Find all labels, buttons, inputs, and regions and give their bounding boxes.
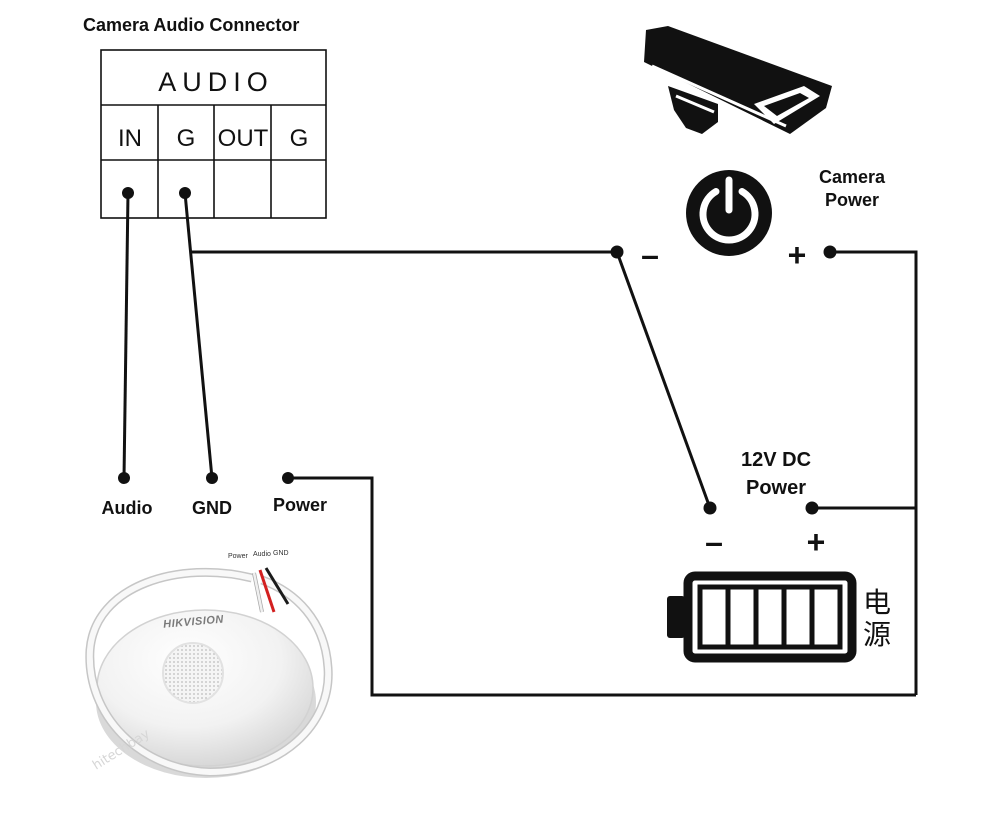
mic-wire-red [258,569,276,613]
pin-in-terminal [122,187,134,199]
mic-wire-label-gnd: GND [273,550,289,557]
mic-audio-label: Audio [102,498,153,518]
microphone-photo: Power Audio GND HIKVISION hitechbay [85,550,333,778]
mic-gnd-terminal [206,472,218,484]
security-camera-icon [644,26,832,134]
battery-icon [667,571,857,663]
supply-minus-sign: – [705,524,723,560]
pin-label-in: IN [118,125,142,152]
supply-label-line1: 12V DC [741,449,811,471]
pin-label-g: G [177,125,196,152]
wire-camera-plus [830,250,918,695]
mic-cable [86,569,332,776]
connector-header: AUDIO [158,67,274,97]
supply-side-label-1: 电 [863,586,891,619]
connector-title: Camera Audio Connector [83,15,299,35]
mic-power-terminal [282,472,294,484]
mic-wire-black [264,567,290,605]
power-icon [686,170,772,256]
camera-plus-sign: + [788,237,807,273]
supply-side-label-2: 源 [863,618,891,651]
camera-power-label-line1: Camera [819,167,886,187]
pin-label-out: OUT [218,125,269,152]
wire-audio [122,192,130,479]
mic-wire-white [252,572,264,613]
supply-plus-terminal [805,501,819,515]
audio-connector-block: AUDIO IN G OUT G [100,49,327,219]
mic-gnd-label: GND [192,498,232,518]
mic-audio-terminal [118,472,130,484]
camera-minus-sign: – [641,237,659,273]
camera-minus-terminal [610,245,624,259]
mic-wire-label-audio: Audio [253,551,271,558]
supply-minus-terminal [703,501,717,515]
camera-plus-terminal [823,245,837,259]
supply-label-line2: Power [746,477,806,499]
mic-grille [162,642,224,704]
supply-plus-sign: + [807,524,826,560]
wire-gnd [183,192,214,479]
mic-wire-label-power: Power [228,553,249,560]
mic-power-label: Power [273,495,327,515]
wire-camera-minus-to-supply-minus [615,251,712,509]
wire-mic-power [288,476,916,697]
camera-power-label-line2: Power [825,190,879,210]
mic-brand-logo: HIKVISION [163,613,225,630]
pin-label-g2: G [290,125,309,152]
